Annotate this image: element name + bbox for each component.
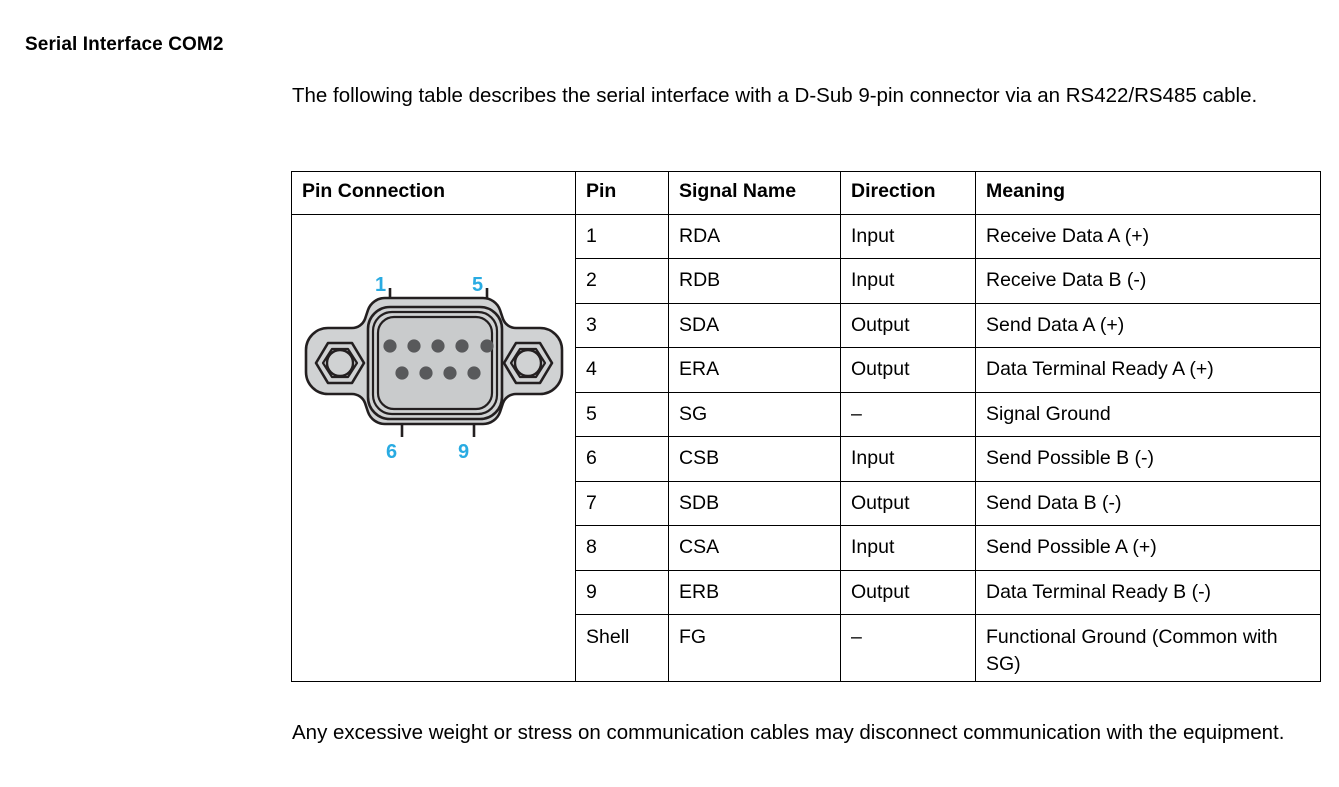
cell-direction: Input xyxy=(840,213,976,260)
cell-meaning: Send Possible A (+) xyxy=(975,525,1321,571)
footer-note: Any excessive weight or stress on commun… xyxy=(292,721,1285,744)
table-row: 4 ERA Output Data Terminal Ready A (+) xyxy=(292,347,1321,393)
table-row: 2 RDB Input Receive Data B (-) xyxy=(292,258,1321,304)
column-header-signal-name: Signal Name xyxy=(668,171,841,215)
table-row: 7 SDB Output Send Data B (-) xyxy=(292,480,1321,527)
column-header-pin: Pin xyxy=(575,171,669,215)
cell-meaning: Send Data A (+) xyxy=(975,302,1321,349)
cell-signal: SDB xyxy=(668,480,841,527)
pin-label-5: 5 xyxy=(472,274,484,296)
table-row: 5 SG – Signal Ground xyxy=(292,391,1321,438)
cell-signal: CSA xyxy=(668,525,841,571)
table-row: 9 ERB Output Data Terminal Ready B (-) xyxy=(292,569,1321,616)
pin-label-9: 9 xyxy=(458,441,470,463)
cell-signal: RDA xyxy=(668,213,841,260)
cell-pin: 8 xyxy=(575,525,669,571)
cell-pin: 7 xyxy=(575,480,669,527)
page-title: Serial Interface COM2 xyxy=(25,34,224,55)
pin-assignment-table-wrapper: Pin Connection Pin Signal Name Direction… xyxy=(291,171,1321,682)
cell-meaning: Functional Ground (Common with SG) xyxy=(975,614,1321,682)
cell-direction: Input xyxy=(840,525,976,571)
cell-signal: RDB xyxy=(668,258,841,304)
cell-meaning: Send Possible B (-) xyxy=(975,436,1321,482)
pin-connection-diagram-cell: 1 5 6 9 xyxy=(291,214,576,682)
cell-pin: 4 xyxy=(575,347,669,393)
cell-direction: – xyxy=(840,391,976,438)
table-header-row: Pin Connection Pin Signal Name Direction… xyxy=(291,171,1321,215)
pin-label-1: 1 xyxy=(375,274,387,296)
cell-meaning: Data Terminal Ready A (+) xyxy=(975,347,1321,393)
pin-assignment-table: Pin Connection Pin Signal Name Direction… xyxy=(291,171,1321,682)
dsub9-connector-graphic xyxy=(304,288,564,437)
cell-direction: Output xyxy=(840,480,976,527)
cell-pin: 6 xyxy=(575,436,669,482)
cell-direction: – xyxy=(840,614,976,682)
cell-pin: 1 xyxy=(575,213,669,260)
cell-pin: 3 xyxy=(575,302,669,349)
cell-pin: Shell xyxy=(575,614,669,682)
dsub9-connector-diagram: 1 5 6 9 xyxy=(292,215,576,681)
cell-signal: FG xyxy=(668,614,841,682)
cell-signal: SG xyxy=(668,391,841,438)
cell-meaning: Receive Data A (+) xyxy=(975,213,1321,260)
cell-signal: ERA xyxy=(668,347,841,393)
table-row: 6 CSB Input Send Possible B (-) xyxy=(292,436,1321,482)
pin-label-6: 6 xyxy=(386,441,398,463)
table-row: Shell FG – Functional Ground (Common wit… xyxy=(292,614,1321,682)
table-row: 1 5 6 9 1 RDA Input Receive Data A (+) xyxy=(291,213,1321,682)
cell-signal: CSB xyxy=(668,436,841,482)
column-header-pin-connection: Pin Connection xyxy=(291,171,576,215)
cell-pin: 9 xyxy=(575,569,669,616)
cell-signal: SDA xyxy=(668,302,841,349)
cell-meaning: Data Terminal Ready B (-) xyxy=(975,569,1321,616)
cell-pin: 5 xyxy=(575,391,669,438)
cell-meaning: Receive Data B (-) xyxy=(975,258,1321,304)
cell-meaning: Send Data B (-) xyxy=(975,480,1321,527)
cell-direction: Input xyxy=(840,258,976,304)
cell-direction: Output xyxy=(840,347,976,393)
table-row: 3 SDA Output Send Data A (+) xyxy=(292,302,1321,349)
cell-pin: 2 xyxy=(575,258,669,304)
table-row: 8 CSA Input Send Possible A (+) xyxy=(292,525,1321,571)
cell-meaning: Signal Ground xyxy=(975,391,1321,438)
column-header-direction: Direction xyxy=(840,171,976,215)
column-header-meaning: Meaning xyxy=(975,171,1321,215)
intro-paragraph: The following table describes the serial… xyxy=(292,84,1258,107)
cell-signal: ERB xyxy=(668,569,841,616)
cell-direction: Input xyxy=(840,436,976,482)
cell-direction: Output xyxy=(840,302,976,349)
cell-direction: Output xyxy=(840,569,976,616)
